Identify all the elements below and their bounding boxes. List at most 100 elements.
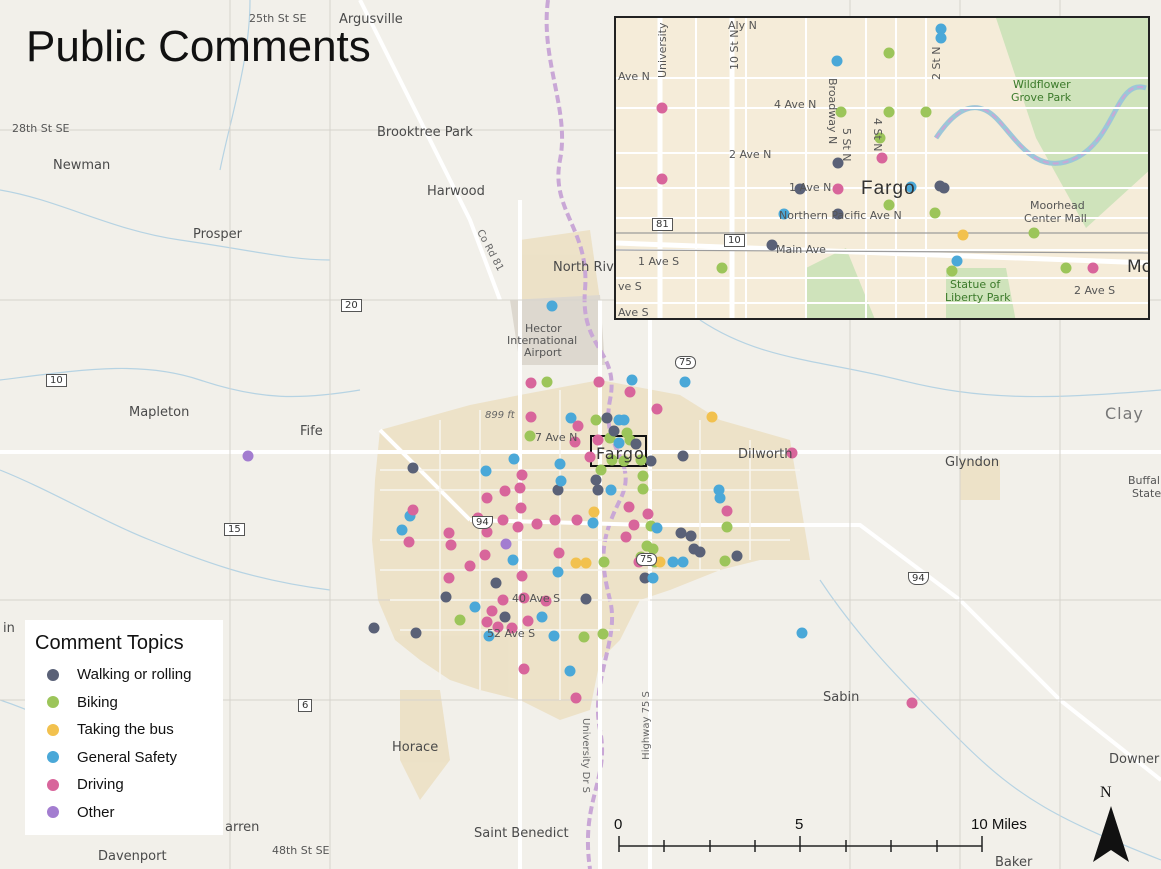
comment-point[interactable]	[552, 484, 564, 496]
comment-point[interactable]	[938, 182, 950, 194]
comment-point[interactable]	[522, 615, 534, 627]
comment-point[interactable]	[721, 521, 733, 533]
comment-point[interactable]	[906, 697, 918, 709]
comment-point[interactable]	[624, 386, 636, 398]
comment-point[interactable]	[525, 377, 537, 389]
comment-point[interactable]	[546, 300, 558, 312]
comment-point[interactable]	[410, 627, 422, 639]
comment-point[interactable]	[506, 622, 518, 634]
comment-point[interactable]	[552, 566, 564, 578]
comment-point[interactable]	[597, 628, 609, 640]
comment-point[interactable]	[512, 521, 524, 533]
comment-point[interactable]	[587, 517, 599, 529]
comment-point[interactable]	[637, 470, 649, 482]
comment-point[interactable]	[541, 376, 553, 388]
comment-point[interactable]	[469, 601, 481, 613]
comment-point[interactable]	[639, 572, 651, 584]
comment-point[interactable]	[454, 614, 466, 626]
comment-point[interactable]	[951, 255, 963, 267]
comment-point[interactable]	[565, 412, 577, 424]
comment-point[interactable]	[515, 502, 527, 514]
comment-point[interactable]	[516, 570, 528, 582]
comment-point[interactable]	[935, 32, 947, 44]
comment-point[interactable]	[626, 374, 638, 386]
comment-point[interactable]	[553, 547, 565, 559]
comment-point[interactable]	[242, 450, 254, 462]
comment-point[interactable]	[507, 554, 519, 566]
comment-point[interactable]	[905, 181, 917, 193]
comment-point[interactable]	[481, 616, 493, 628]
comment-point[interactable]	[549, 514, 561, 526]
comment-point[interactable]	[518, 663, 530, 675]
comment-point[interactable]	[499, 485, 511, 497]
comment-point[interactable]	[637, 483, 649, 495]
comment-point[interactable]	[443, 527, 455, 539]
comment-point[interactable]	[497, 514, 509, 526]
comment-point[interactable]	[713, 484, 725, 496]
comment-point[interactable]	[620, 531, 632, 543]
comment-point[interactable]	[694, 546, 706, 558]
comment-point[interactable]	[516, 469, 528, 481]
comment-point[interactable]	[368, 622, 380, 634]
comment-point[interactable]	[835, 106, 847, 118]
comment-point[interactable]	[832, 157, 844, 169]
comment-point[interactable]	[464, 560, 476, 572]
comment-point[interactable]	[618, 455, 630, 467]
comment-point[interactable]	[656, 102, 668, 114]
comment-point[interactable]	[935, 23, 947, 35]
comment-point[interactable]	[675, 527, 687, 539]
comment-point[interactable]	[396, 524, 408, 536]
comment-point[interactable]	[440, 591, 452, 603]
comment-point[interactable]	[832, 208, 844, 220]
comment-point[interactable]	[590, 414, 602, 426]
comment-point[interactable]	[618, 414, 630, 426]
comment-point[interactable]	[605, 484, 617, 496]
comment-point[interactable]	[569, 436, 581, 448]
comment-point[interactable]	[580, 557, 592, 569]
comment-point[interactable]	[443, 572, 455, 584]
comment-point[interactable]	[497, 594, 509, 606]
comment-point[interactable]	[677, 556, 689, 568]
downtown-inset-map[interactable]: Aly N University D 10 St N Broadway N Av…	[614, 16, 1150, 320]
comment-point[interactable]	[630, 438, 642, 450]
comment-point[interactable]	[570, 692, 582, 704]
comment-point[interactable]	[584, 451, 596, 463]
comment-point[interactable]	[500, 538, 512, 550]
comment-point[interactable]	[492, 621, 504, 633]
comment-point[interactable]	[571, 514, 583, 526]
comment-point[interactable]	[1028, 227, 1040, 239]
comment-point[interactable]	[548, 630, 560, 642]
comment-point[interactable]	[731, 550, 743, 562]
comment-point[interactable]	[651, 403, 663, 415]
comment-point[interactable]	[606, 454, 618, 466]
comment-point[interactable]	[486, 605, 498, 617]
comment-point[interactable]	[601, 412, 613, 424]
comment-point[interactable]	[874, 132, 886, 144]
comment-point[interactable]	[628, 519, 640, 531]
comment-point[interactable]	[514, 482, 526, 494]
comment-point[interactable]	[480, 465, 492, 477]
comment-point[interactable]	[794, 183, 806, 195]
comment-point[interactable]	[796, 627, 808, 639]
comment-point[interactable]	[403, 536, 415, 548]
comment-point[interactable]	[778, 208, 790, 220]
comment-point[interactable]	[721, 505, 733, 517]
comment-point[interactable]	[479, 549, 491, 561]
comment-point[interactable]	[920, 106, 932, 118]
comment-point[interactable]	[656, 173, 668, 185]
comment-point[interactable]	[525, 411, 537, 423]
comment-point[interactable]	[508, 453, 520, 465]
comment-point[interactable]	[766, 239, 778, 251]
comment-point[interactable]	[445, 539, 457, 551]
comment-point[interactable]	[481, 526, 493, 538]
comment-point[interactable]	[592, 484, 604, 496]
comment-point[interactable]	[578, 631, 590, 643]
comment-point[interactable]	[883, 47, 895, 59]
comment-point[interactable]	[531, 518, 543, 530]
comment-point[interactable]	[654, 556, 666, 568]
comment-point[interactable]	[595, 464, 607, 476]
comment-point[interactable]	[554, 458, 566, 470]
comment-point[interactable]	[876, 152, 888, 164]
comment-point[interactable]	[685, 530, 697, 542]
